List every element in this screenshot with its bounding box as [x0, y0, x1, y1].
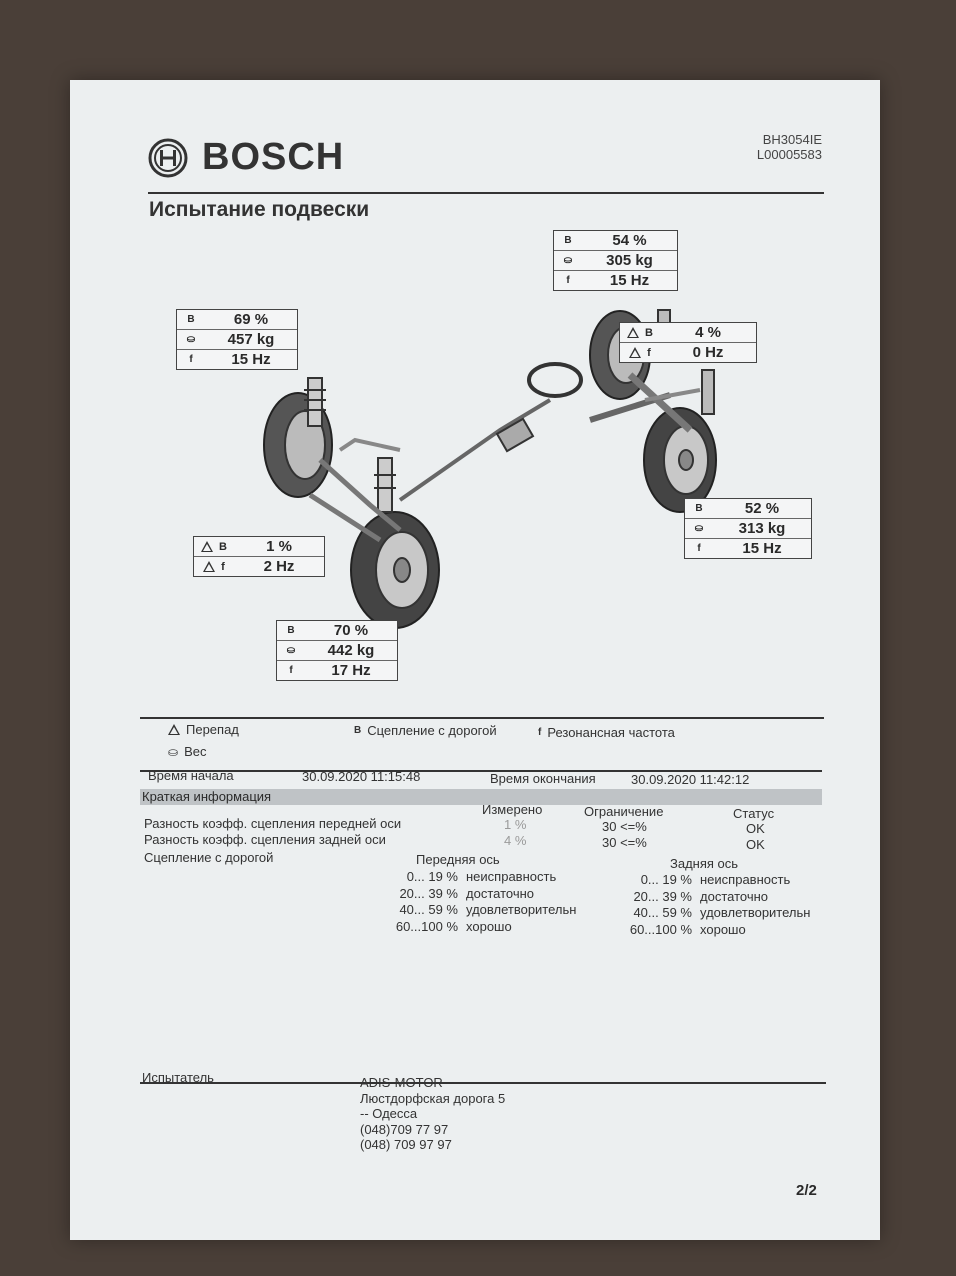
delta-icon	[627, 327, 640, 338]
row-rear-status: OK	[746, 837, 765, 852]
row-front-status: OK	[746, 821, 765, 836]
device-code: BH3054IE L00005583	[756, 132, 822, 162]
col-measured: Измерено	[482, 802, 543, 817]
front-scale: 0... 19 %неисправность 20... 39 %достато…	[378, 869, 577, 935]
start-time-value: 30.09.2020 11:15:48	[302, 769, 421, 784]
tester-address: ADIS-MOTOR -- Люстдорфская дорога 5 -- О…	[360, 1075, 506, 1152]
report-page: BOSCH BH3054IE L00005583 Испытание подве…	[70, 80, 880, 1240]
legend-freq: f Резонансная частота	[538, 725, 675, 740]
scale-row: 20... 39 %достаточно	[633, 888, 769, 904]
header-divider	[148, 192, 824, 194]
weight-icon: ⛀	[186, 334, 196, 345]
weight-icon: ⛀	[286, 645, 296, 656]
footer-divider	[140, 1082, 826, 1084]
grip-label: Сцепление с дорогой	[144, 850, 274, 865]
end-time-label: Время окончания	[490, 771, 596, 786]
col-status: Статус	[733, 806, 775, 821]
end-time-value: 30.09.2020 11:42:12	[631, 772, 750, 787]
times-divider	[140, 770, 822, 772]
row-rear-measured: 4 %	[504, 833, 527, 848]
legend-grip: B Сцепление с дорогой	[354, 723, 497, 738]
weight-icon: ⛀	[563, 255, 573, 266]
row-front-measured: 1 %	[504, 817, 527, 832]
legend-divider	[140, 717, 824, 719]
scale-row: 40... 59 %удовлетворительн	[399, 902, 577, 917]
summary-header-bar: Краткая информация	[140, 789, 822, 805]
rear-axle-heading: Задняя ось	[670, 856, 739, 871]
delta-icon	[203, 561, 216, 572]
page-number: 2/2	[796, 1182, 817, 1199]
row-rear-label: Разность коэфф. сцепления задней оси	[144, 832, 386, 847]
delta-icon	[168, 724, 180, 735]
scale-row: 60...100 %хорошо	[395, 918, 512, 934]
bosch-logo: BOSCH	[148, 136, 344, 179]
row-rear-limit: 30 <=%	[602, 835, 647, 850]
legend-diff: Перепад	[168, 722, 239, 737]
scale-row: 0... 19 %неисправность	[406, 869, 557, 884]
brand-name: BOSCH	[202, 136, 345, 178]
weight-icon: ⛀	[168, 744, 179, 759]
scale-row: 20... 39 %достаточно	[399, 885, 535, 901]
delta-icon	[201, 541, 214, 552]
weight-icon: ⛀	[694, 523, 704, 534]
rear-scale: 0... 19 %неисправность 20... 39 %достато…	[612, 872, 811, 938]
scale-row: 60...100 %хорошо	[629, 921, 746, 937]
scale-row: 0... 19 %неисправность	[640, 872, 791, 887]
bosch-armature-icon	[148, 138, 188, 177]
summary-title: Краткая информация	[142, 789, 272, 804]
delta-icon	[629, 347, 642, 358]
row-front-limit: 30 <=%	[602, 819, 647, 834]
legend-weight: ⛀ Вес	[168, 744, 207, 759]
row-front-label: Разность коэфф. сцепления передней оси	[144, 816, 402, 831]
tester-label: Испытатель	[142, 1070, 214, 1085]
start-time-label: Время начала	[148, 768, 234, 783]
scale-row: 40... 59 %удовлетворительн	[633, 905, 811, 920]
col-limit: Ограничение	[584, 804, 664, 819]
front-axle-heading: Передняя ось	[416, 852, 500, 867]
page-title: Испытание подвески	[149, 198, 370, 221]
